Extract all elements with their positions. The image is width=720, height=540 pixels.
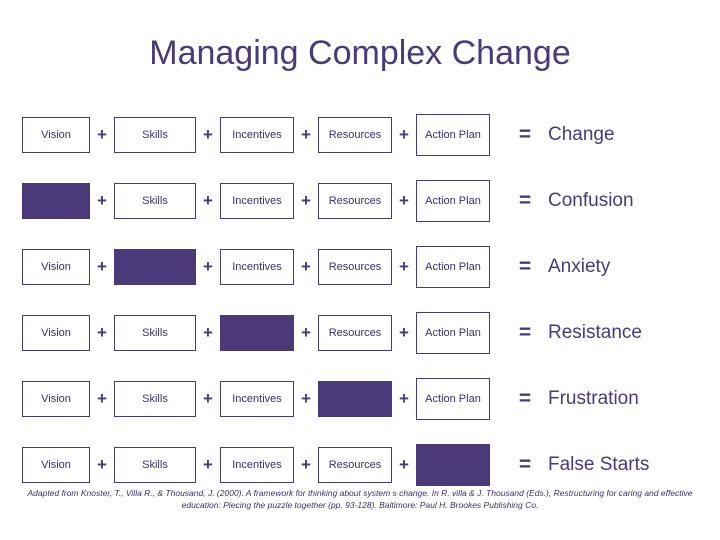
cell-resources: Resources (318, 183, 392, 219)
cell-resources: Resources (318, 249, 392, 285)
cell-skills: Skills (114, 183, 196, 219)
plus-operator: + (97, 323, 107, 342)
plus-operator: + (301, 323, 311, 342)
outcome-label: False Starts (548, 454, 650, 475)
plus-operator: + (97, 191, 107, 210)
matrix-row: Vision + Skills + Incentives + Resources + Actio… (22, 102, 698, 168)
cell-vision: Vision (22, 315, 90, 351)
equals-operator: = (518, 189, 532, 212)
plus-operator: + (399, 125, 409, 144)
cell-incentives: Incentives (220, 381, 294, 417)
outcome-label: Change (548, 124, 615, 145)
cell-skills: Skills (114, 117, 196, 153)
plus-operator: + (203, 191, 213, 210)
cell-resources: Resources (318, 447, 392, 483)
plus-operator: + (203, 389, 213, 408)
plus-operator: + (203, 125, 213, 144)
plus-operator: + (301, 125, 311, 144)
plus-operator: + (97, 257, 107, 276)
cell-resources-missing (318, 381, 392, 417)
outcome-label: Confusion (548, 190, 634, 211)
cell-incentives: Incentives (220, 249, 294, 285)
cell-vision: Vision (22, 117, 90, 153)
cell-incentives: Incentives (220, 447, 294, 483)
cell-incentives: Incentives (220, 183, 294, 219)
plus-operator: + (399, 191, 409, 210)
page-title: Managing Complex Change (149, 34, 571, 72)
outcome-label: Frustration (548, 388, 639, 409)
plus-operator: + (399, 257, 409, 276)
cell-vision-missing (22, 183, 90, 219)
plus-operator: + (301, 191, 311, 210)
cell-action-plan: Action Plan (416, 180, 490, 222)
plus-operator: + (203, 455, 213, 474)
plus-operator: + (301, 389, 311, 408)
cell-action-plan: Action Plan (416, 378, 490, 420)
matrix-row: Vision + Skills + Incentives + Resources + = Fals… (22, 432, 698, 498)
cell-incentives: Incentives (220, 117, 294, 153)
cell-vision: Vision (22, 381, 90, 417)
plus-operator: + (203, 323, 213, 342)
equals-operator: = (518, 453, 532, 476)
cell-resources: Resources (318, 315, 392, 351)
plus-operator: + (301, 455, 311, 474)
cell-action-plan: Action Plan (416, 114, 490, 156)
matrix-row: + Skills + Incentives + Resources + Action Plan… (22, 168, 698, 234)
cell-incentives-missing (220, 315, 294, 351)
cell-action-plan-missing (416, 444, 490, 486)
plus-operator: + (301, 257, 311, 276)
cell-skills-missing (114, 249, 196, 285)
cell-skills: Skills (114, 381, 196, 417)
matrix-row: Vision + Skills + + Resources + Action Plan = Res… (22, 300, 698, 366)
plus-operator: + (399, 323, 409, 342)
equals-operator: = (518, 255, 532, 278)
plus-operator: + (97, 455, 107, 474)
cell-vision: Vision (22, 249, 90, 285)
plus-operator: + (399, 389, 409, 408)
equals-operator: = (518, 321, 532, 344)
plus-operator: + (97, 389, 107, 408)
cell-skills: Skills (114, 315, 196, 351)
outcome-label: Resistance (548, 322, 642, 343)
citation-text: Adapted from Knoster, T., Villa R., & Th… (27, 488, 693, 511)
matrix-row: Vision + + Incentives + Resources + Action Plan… (22, 234, 698, 300)
plus-operator: + (399, 455, 409, 474)
equals-operator: = (518, 123, 532, 146)
equals-operator: = (518, 387, 532, 410)
plus-operator: + (203, 257, 213, 276)
cell-vision: Vision (22, 447, 90, 483)
cell-skills: Skills (114, 447, 196, 483)
cell-resources: Resources (318, 117, 392, 153)
cell-action-plan: Action Plan (416, 246, 490, 288)
outcome-label: Anxiety (548, 256, 611, 277)
cell-action-plan: Action Plan (416, 312, 490, 354)
change-matrix: Vision + Skills + Incentives + Resources + Actio… (22, 102, 698, 498)
plus-operator: + (97, 125, 107, 144)
matrix-row: Vision + Skills + Incentives + + Action Plan = Fr… (22, 366, 698, 432)
